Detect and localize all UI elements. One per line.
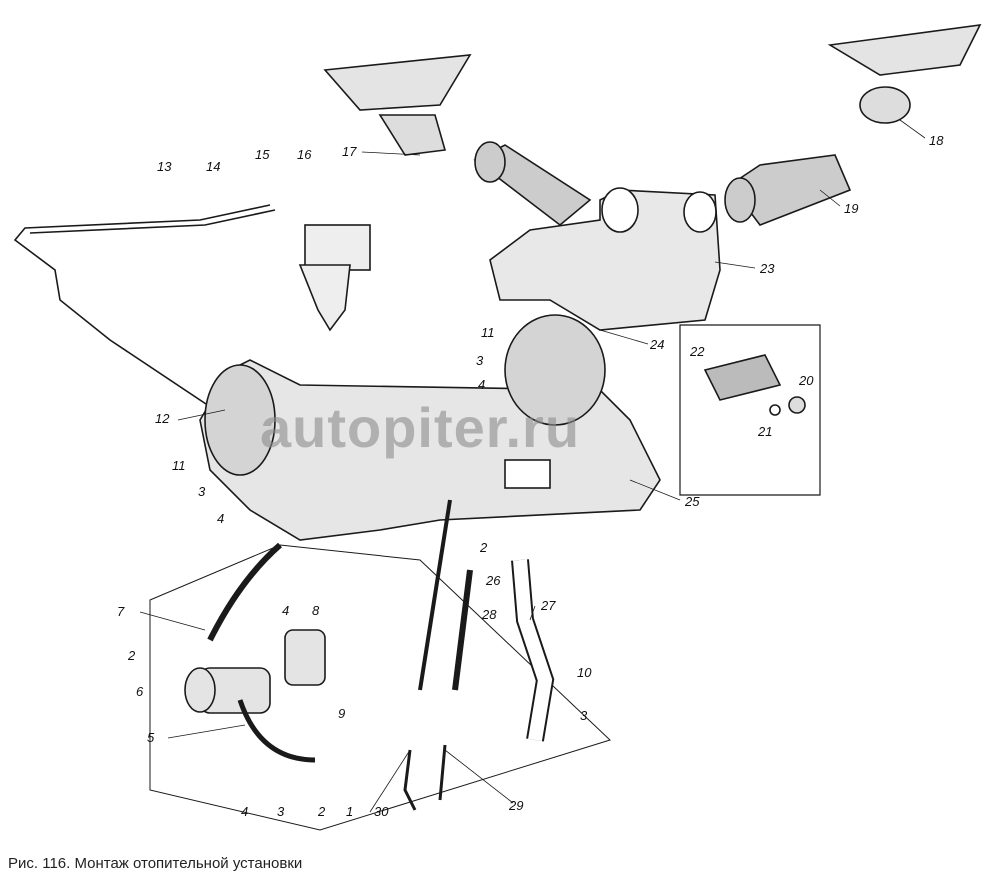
callout-4c: 4 [282,603,290,618]
callout-11b: 11 [172,458,186,473]
pipe-29 [438,744,447,801]
leader-lines [139,119,926,813]
callout-20: 20 [799,373,814,388]
callout-4: 4 [478,377,486,392]
callout-10: 10 [577,665,592,680]
callout-29: 29 [509,798,524,813]
callout-7: 7 [117,604,125,619]
callout-9: 9 [338,706,346,721]
callout-24: 24 [650,337,665,352]
callout-2b: 2 [128,648,136,663]
callout-25: 25 [685,494,700,509]
callout-22: 22 [690,344,705,359]
callout-14: 14 [206,159,221,174]
hose-left [473,141,592,227]
grille-22 [703,354,782,401]
callout-30: 30 [374,804,389,819]
callout-17: 17 [342,144,357,159]
callout-28: 28 [482,607,497,622]
callout-6: 6 [136,684,144,699]
duct-18 [827,24,982,76]
callout-8: 8 [312,603,320,618]
callout-19: 19 [844,201,859,216]
duct-17 [323,54,472,111]
callout-3: 3 [476,353,484,368]
hose-right [724,154,852,226]
callout-2: 2 [480,540,488,555]
fuel-line [13,204,271,421]
fuel-pump [184,629,326,714]
callout-26: 26 [486,573,501,588]
pipe-30 [403,749,417,811]
hose-28 [452,569,473,691]
callout-3b: 3 [198,484,206,499]
figure-caption: Рис. 116. Монтаж отопительной установки [8,855,303,872]
callout-27: 27 [541,598,556,613]
fuel-line-2 [29,209,276,234]
pipe-5 [237,699,316,763]
callout-11: 11 [481,325,495,340]
callout-5: 5 [147,730,155,745]
callout-1: 1 [346,804,354,819]
callout-18: 18 [929,133,944,148]
callout-13: 13 [157,159,172,174]
heater-body [199,314,661,541]
callout-4d: 4 [241,804,249,819]
inset-frame [679,324,821,496]
fuel-filter [298,224,371,332]
callout-2c: 2 [318,804,326,819]
callout-15: 15 [255,147,270,162]
callout-16: 16 [297,147,312,162]
callout-3d: 3 [277,804,285,819]
watermark: autopiter.ru [260,396,581,459]
callout-21: 21 [758,424,773,439]
pipe-26 [418,499,452,691]
callout-3c: 3 [580,708,588,723]
callout-23: 23 [760,261,775,276]
pipe-7 [207,542,282,642]
callout-12: 12 [155,411,170,426]
callout-4b: 4 [217,511,225,526]
